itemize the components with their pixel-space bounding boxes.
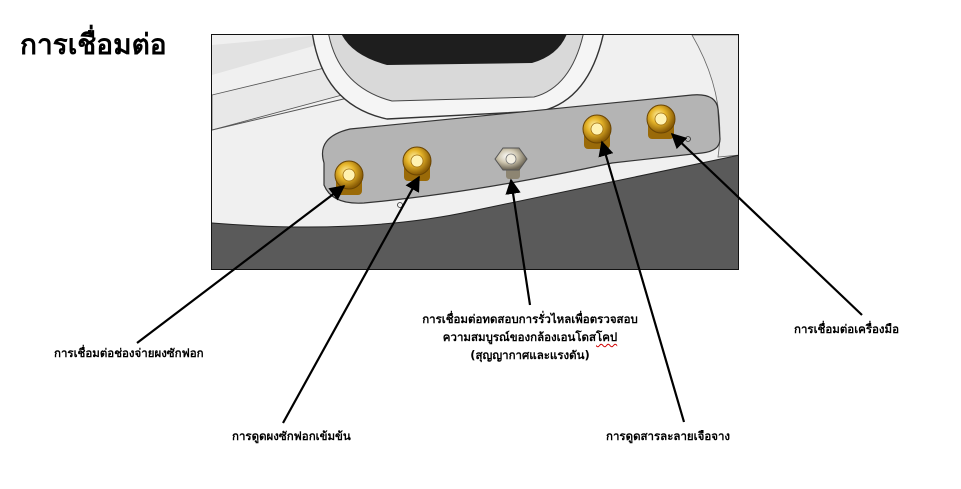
label-leak-test-line2-main: ความสมบูรณ์ของกล้องเอนโดส: [442, 330, 597, 344]
label-detergent-dispenser: การเชื่อมต่อช่องจ่ายผงซักฟอก: [54, 346, 204, 360]
label-leak-test-line3: (สุญญากาศและแรงดัน): [470, 348, 590, 362]
label-leak-test: การเชื่อมต่อทดสอบการรั่วไหลเพื่อตรวจสอบ …: [360, 310, 700, 364]
label-leak-test-line1: การเชื่อมต่อทดสอบการรั่วไหลเพื่อตรวจสอบ: [422, 312, 638, 326]
port-detergent-dispenser: [334, 160, 364, 195]
page-title: การเชื่อมต่อ: [20, 28, 167, 61]
port-diluent-suction: [582, 114, 612, 149]
label-diluent-suction: การดูดสารละลายเจือจาง: [606, 429, 731, 443]
port-concentrate-suction: [402, 146, 432, 181]
label-leak-test-line2-underlined: โคป: [596, 330, 618, 344]
label-concentrate-suction: การดูดผงซักฟอกเข้มข้น: [232, 429, 351, 443]
port-instrument: [646, 104, 676, 139]
label-instrument: การเชื่อมต่อเครื่องมือ: [794, 322, 900, 336]
port-leak-test: [494, 147, 528, 179]
label-leak-test-line2: ความสมบูรณ์ของกล้องเอนโดสโคป: [360, 328, 700, 346]
washer-connections-image: [211, 34, 739, 270]
